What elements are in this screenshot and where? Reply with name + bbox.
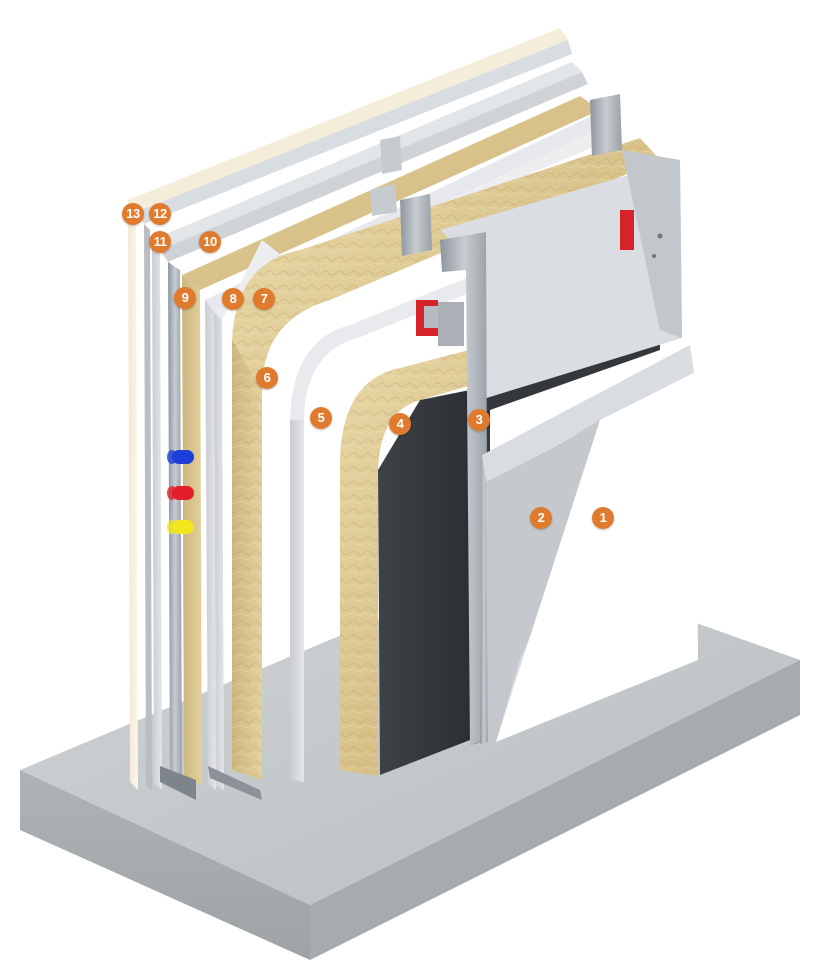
blue-pipe-icon	[167, 450, 194, 464]
front-board-assembly	[480, 345, 698, 744]
callout-7: 7	[253, 288, 275, 310]
board-layer-7	[214, 124, 620, 790]
callout-2: 2	[530, 507, 552, 529]
callout-12: 12	[149, 203, 171, 225]
red-pipe-icon	[167, 486, 194, 500]
callout-5: 5	[310, 407, 332, 429]
board-layer-rear	[152, 62, 588, 790]
main-insulation	[232, 138, 660, 780]
callout-6: 6	[256, 367, 278, 389]
callout-13: 13	[122, 203, 144, 225]
outer-finish-board	[128, 28, 572, 790]
service-pipes	[167, 450, 194, 534]
inner-insulation	[340, 300, 662, 776]
callout-8: 8	[222, 288, 244, 310]
callout-9: 9	[174, 287, 196, 309]
yellow-pipe-icon	[167, 520, 194, 534]
callout-10: 10	[199, 231, 221, 253]
metal-studs	[160, 94, 622, 800]
callout-3: 3	[468, 409, 490, 431]
bracket-clips	[416, 210, 663, 346]
callout-4: 4	[389, 413, 411, 435]
middle-board	[290, 200, 670, 782]
callout-1: 1	[592, 507, 614, 529]
callout-11: 11	[149, 231, 171, 253]
